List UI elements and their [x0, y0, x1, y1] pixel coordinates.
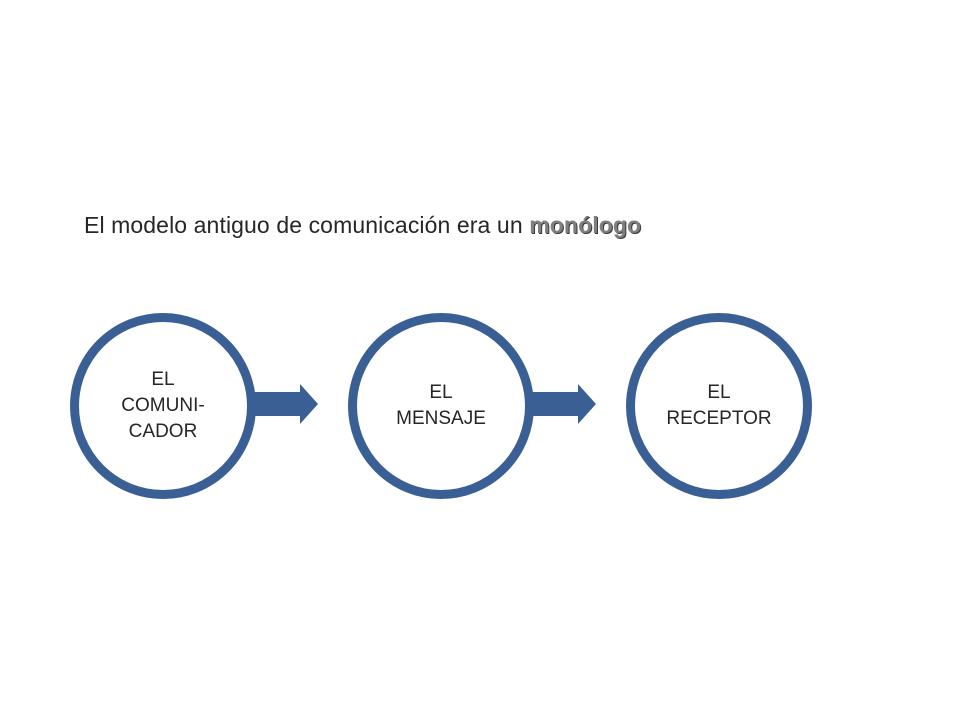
circle-communicator-label: EL COMUNI- CADOR — [121, 369, 205, 442]
circle-receiver-label: EL RECEPTOR — [666, 382, 772, 429]
title-emphasis: monólogo — [529, 212, 642, 238]
circle-message: EL MENSAJE — [348, 313, 534, 499]
right-arrow-icon — [254, 384, 318, 424]
circle-communicator: EL COMUNI- CADOR — [70, 313, 256, 499]
slide-title: El modelo antiguo de comunicación era un… — [84, 212, 641, 239]
title-prefix: El modelo antiguo de comunicación era un — [84, 212, 530, 238]
circle-message-label: EL MENSAJE — [396, 382, 486, 429]
circle-receiver: EL RECEPTOR — [626, 313, 812, 499]
right-arrow-icon — [532, 384, 596, 424]
